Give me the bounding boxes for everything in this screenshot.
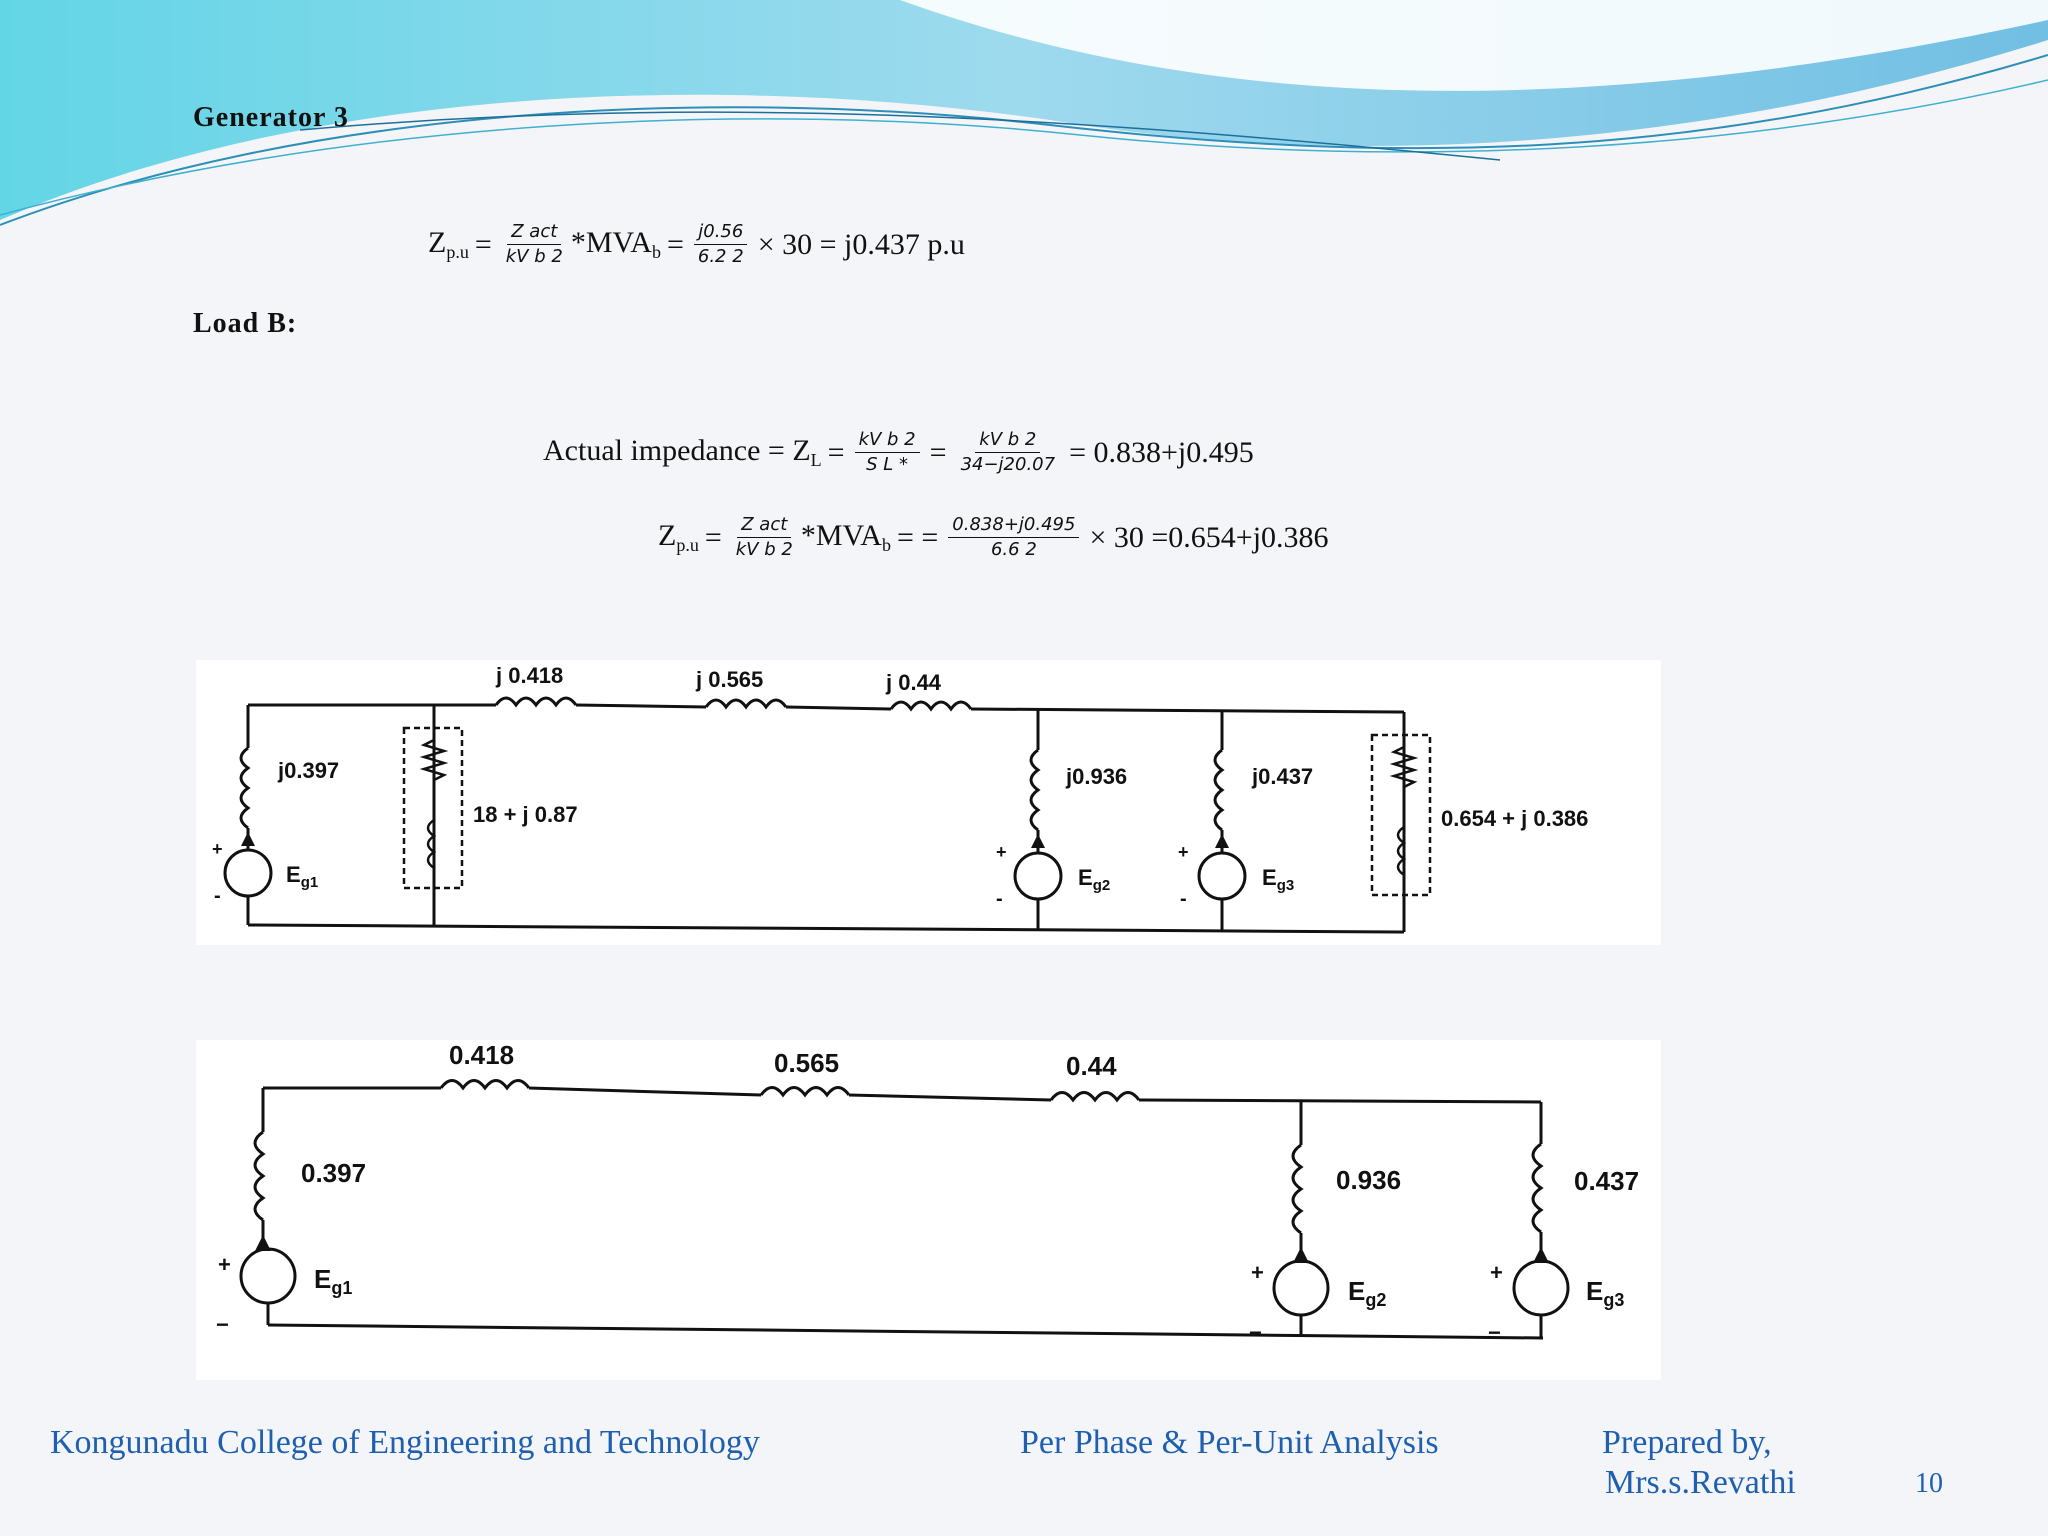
- minus-sign: -: [996, 888, 1003, 910]
- generator3-reactance-label: 0.437: [1574, 1166, 1639, 1196]
- zpu-symbol: Zp.u: [658, 519, 699, 555]
- plus-sign: +: [218, 1252, 231, 1277]
- generator2-reactance-label: j0.936: [1065, 764, 1127, 789]
- reactance-diagram-svg: 0.418 0.565 0.44 0.397 0.936 0.437 Eg1 E…: [216, 1040, 1639, 1345]
- footer-author: Mrs.s.Revathi: [1605, 1464, 1796, 1501]
- minus-sign: -: [1180, 888, 1187, 910]
- actual-impedance-label: Actual impedance = ZL: [543, 434, 822, 470]
- generator1-reactance-label: 0.397: [301, 1158, 366, 1188]
- minus-sign: −: [216, 1312, 229, 1337]
- eg2-label: Eg2: [1348, 1276, 1386, 1310]
- load-b-impedance-label: 0.654 + j 0.386: [1441, 806, 1588, 831]
- plus-sign: +: [1251, 1260, 1264, 1285]
- eg1-label: Eg1: [286, 862, 318, 891]
- actual-impedance-result: = 0.838+j0.495: [1069, 435, 1254, 469]
- generator1-reactance-label: j0.397: [277, 758, 339, 783]
- minus-sign: -: [214, 885, 221, 907]
- generator2-reactance-label: 0.936: [1336, 1165, 1401, 1195]
- plus-sign: +: [996, 842, 1007, 862]
- page-number: 10: [1915, 1468, 1943, 1499]
- load-a-impedance-label: 18 + j 0.87: [473, 802, 578, 827]
- zpu-symbol: Zp.u: [428, 226, 469, 262]
- minus-sign: −: [1249, 1320, 1262, 1345]
- line-reactance-3-label: j 0.44: [885, 670, 942, 695]
- generator3-heading: Generator 3: [193, 102, 349, 133]
- mva-base: *MVAb: [570, 226, 661, 262]
- header-swoosh-decoration: [0, 0, 2048, 226]
- load-b-heading: Load B:: [193, 308, 298, 339]
- eg3-label: Eg3: [1586, 1276, 1624, 1310]
- generator3-reactance-label: j0.437: [1251, 764, 1313, 789]
- load-b-zpu-result: × 30 =0.654+j0.386: [1089, 520, 1329, 554]
- eg1-label: Eg1: [314, 1264, 352, 1298]
- impedance-diagram: j 0.418 j 0.565 j 0.44 j0.397 18 + j 0.8…: [196, 660, 1661, 945]
- line-reactance-2-label: 0.565: [774, 1048, 839, 1078]
- line-reactance-3-label: 0.44: [1066, 1051, 1117, 1081]
- plus-sign: +: [212, 839, 223, 859]
- footer-college-name: Kongunadu College of Engineering and Tec…: [50, 1424, 760, 1461]
- footer-topic: Per Phase & Per-Unit Analysis: [1020, 1424, 1439, 1461]
- line-reactance-1-label: 0.418: [449, 1040, 514, 1070]
- mva-base: *MVAb: [800, 519, 891, 555]
- minus-sign: −: [1488, 1320, 1501, 1345]
- line-reactance-1-label: j 0.418: [495, 663, 563, 688]
- generator3-result: × 30 = j0.437 p.u: [757, 227, 965, 261]
- plus-sign: +: [1178, 842, 1189, 862]
- plus-sign: +: [1490, 1260, 1503, 1285]
- reactance-diagram: 0.418 0.565 0.44 0.397 0.936 0.437 Eg1 E…: [196, 1040, 1661, 1380]
- footer-prepared-by: Prepared by,: [1602, 1424, 1772, 1461]
- eg3-label: Eg3: [1262, 865, 1294, 894]
- line-reactance-2-label: j 0.565: [695, 667, 763, 692]
- eg2-label: Eg2: [1078, 865, 1110, 894]
- impedance-diagram-svg: j 0.418 j 0.565 j 0.44 j0.397 18 + j 0.8…: [212, 663, 1588, 934]
